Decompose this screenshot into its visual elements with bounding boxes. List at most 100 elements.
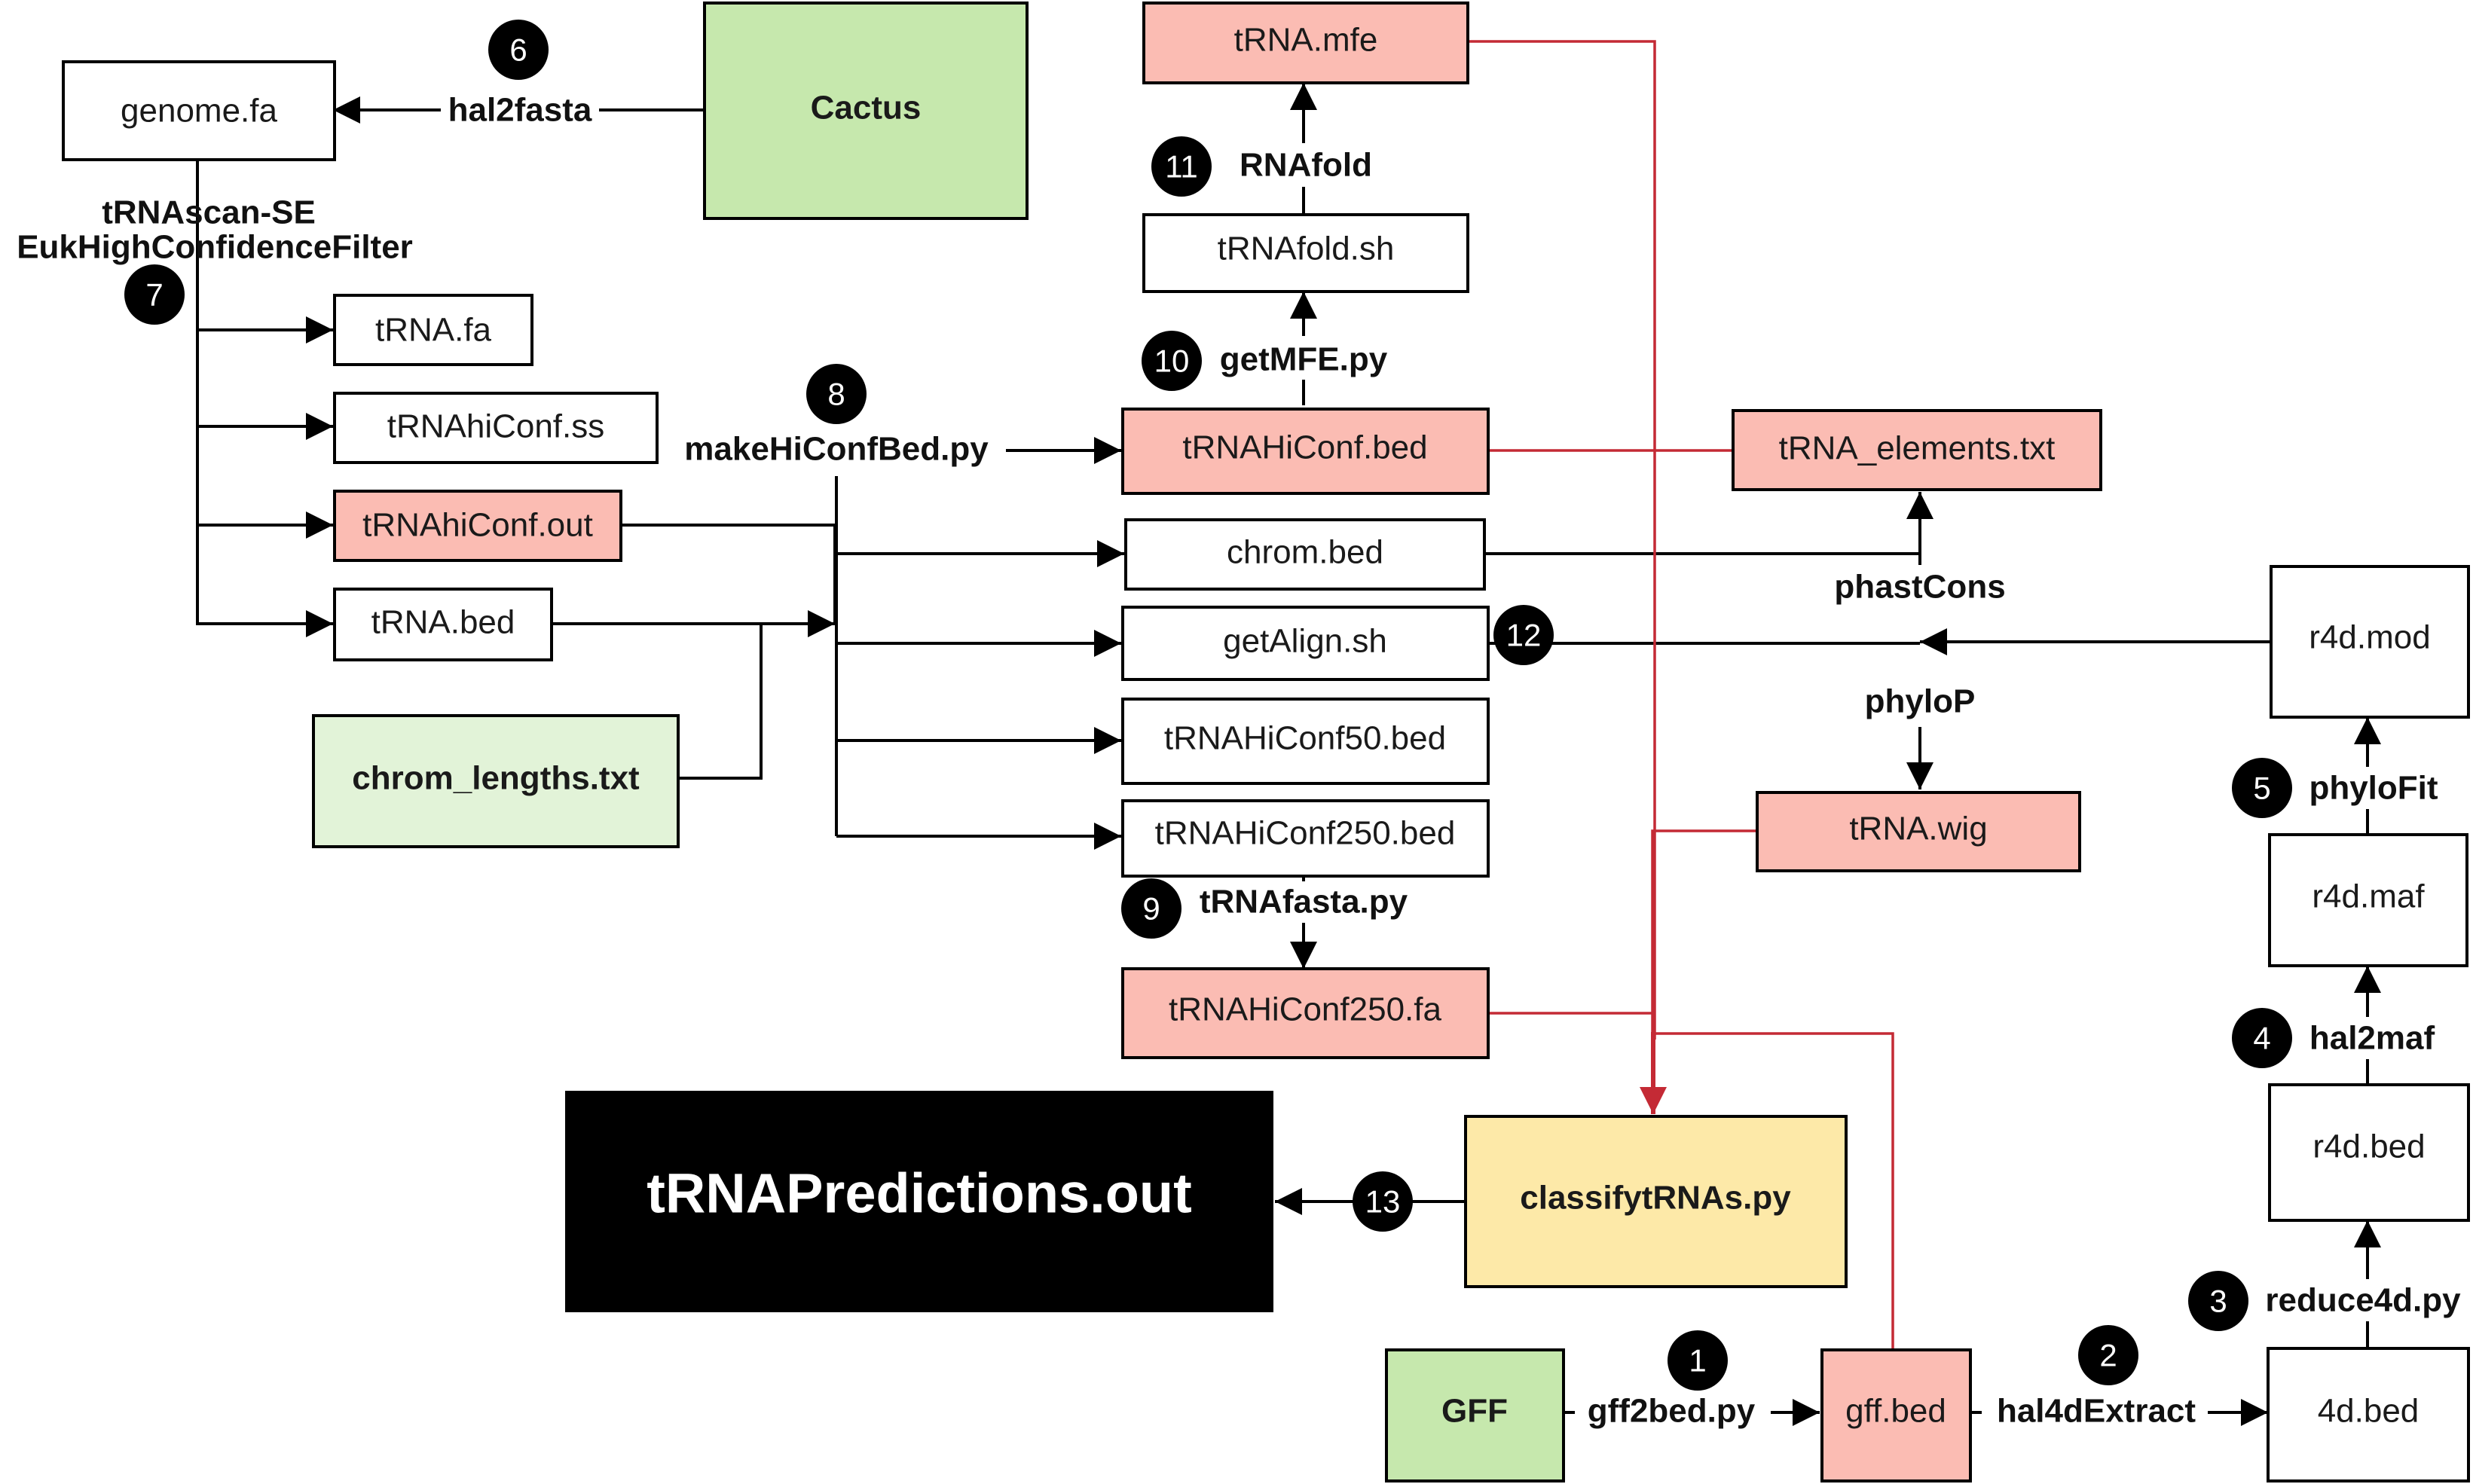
- node-label: tRNAPredictions.out: [647, 1162, 1192, 1225]
- step-number: 3: [2209, 1284, 2227, 1319]
- step-badge-10: 10: [1142, 331, 1202, 391]
- edge-label-phylofit: phyloFit: [2309, 770, 2438, 807]
- node-label: r4d.maf: [2312, 878, 2425, 915]
- edge-red-wig: [1651, 829, 1757, 1040]
- node-getalign-sh[interactable]: getAlign.sh: [1121, 606, 1490, 681]
- node-label: tRNA.bed: [371, 604, 515, 641]
- edge-label-gff2bed: gff2bed.py: [1588, 1393, 1756, 1430]
- node-trnahiconf-out[interactable]: tRNAhiConf.out: [333, 490, 622, 562]
- step-badge-3: 3: [2188, 1271, 2248, 1331]
- edge-label-hal2fasta: hal2fasta: [448, 92, 592, 129]
- step-number: 9: [1142, 891, 1160, 927]
- step-badge-6: 6: [488, 20, 549, 80]
- node-gff[interactable]: GFF: [1385, 1348, 1565, 1482]
- node-trnafold-sh[interactable]: tRNAfold.sh: [1142, 213, 1469, 293]
- step-badge-4: 4: [2232, 1008, 2292, 1068]
- step-badge-1: 1: [1668, 1330, 1728, 1391]
- node-label: tRNA.mfe: [1234, 22, 1378, 59]
- node-label: tRNA.wig: [1849, 811, 1987, 847]
- step-number: 10: [1154, 344, 1190, 379]
- step-badges: 1 2 3 4 5 6 7 8 9 10 11 12 13: [124, 20, 2292, 1391]
- step-number: 13: [1365, 1184, 1401, 1220]
- step-number: 4: [2253, 1021, 2270, 1056]
- node-label: tRNAHiConf.bed: [1182, 429, 1427, 466]
- edge-out-to-hub: [621, 524, 836, 624]
- node-label: r4d.mod: [2309, 619, 2430, 656]
- edge-label-rnafold: RNAfold: [1240, 147, 1372, 184]
- node-label: 4d.bed: [2318, 1393, 2420, 1430]
- node-label: GFF: [1441, 1393, 1508, 1430]
- node-trna-mfe[interactable]: tRNA.mfe: [1142, 2, 1469, 84]
- edge-label-trnafasta: tRNAfasta.py: [1200, 884, 1408, 921]
- step-number: 2: [2099, 1338, 2117, 1373]
- node-label: tRNA.fa: [375, 312, 492, 349]
- node-genome-fa[interactable]: genome.fa: [62, 60, 336, 161]
- step-number: 8: [827, 377, 845, 412]
- node-label: gff.bed: [1845, 1393, 1946, 1430]
- edge-label-phylop: phyloP: [1865, 683, 1976, 720]
- edge-labels: hal2fasta tRNAscan-SE EukHighConfidenceF…: [17, 87, 2467, 1432]
- nodes: genome.fa Cactus tRNA.fa tRNAhiConf.ss t…: [62, 2, 2470, 1482]
- node-label: genome.fa: [121, 93, 277, 130]
- node-trnahiconf-bed[interactable]: tRNAHiConf.bed: [1121, 408, 1490, 495]
- edge-label-trnascan: tRNAscan-SE: [102, 194, 316, 231]
- node-trnahiconf250-bed[interactable]: tRNAHiConf250.bed: [1121, 799, 1490, 878]
- node-label: Cactus: [811, 90, 922, 127]
- edge-label-reduce4d: reduce4d.py: [2265, 1282, 2461, 1319]
- node-chrom-bed[interactable]: chrom.bed: [1124, 518, 1486, 591]
- step-badge-7: 7: [124, 264, 185, 325]
- edge-red-mfe: [1468, 40, 1656, 1040]
- step-badge-13: 13: [1353, 1171, 1413, 1232]
- edge-label-eukfilter: EukHighConfidenceFilter: [17, 229, 413, 266]
- node-trnahiconf250-fa[interactable]: tRNAHiConf250.fa: [1121, 967, 1490, 1059]
- edge-label-hal2maf: hal2maf: [2309, 1020, 2435, 1057]
- edge-chromlen-to-hub: [678, 624, 763, 780]
- edge-red-gffbed: [1655, 1032, 1894, 1350]
- edge-label-getmfe: getMFE.py: [1220, 341, 1388, 378]
- node-label: tRNAHiConf50.bed: [1164, 720, 1446, 757]
- node-r4d-maf[interactable]: r4d.maf: [2268, 833, 2468, 967]
- step-badge-9: 9: [1121, 878, 1181, 939]
- node-r4d-bed[interactable]: r4d.bed: [2268, 1083, 2470, 1222]
- node-label: tRNAHiConf250.bed: [1155, 815, 1456, 852]
- step-number: 5: [2253, 771, 2270, 806]
- node-label: tRNAhiConf.out: [362, 507, 593, 544]
- node-trnahiconf50-bed[interactable]: tRNAHiConf50.bed: [1121, 698, 1490, 785]
- node-trnahiconf-ss[interactable]: tRNAhiConf.ss: [333, 392, 659, 464]
- step-number: 7: [145, 277, 163, 313]
- step-badge-2: 2: [2078, 1325, 2138, 1385]
- step-badge-11: 11: [1151, 136, 1212, 197]
- node-4d-bed[interactable]: 4d.bed: [2267, 1347, 2470, 1482]
- step-badge-8: 8: [806, 364, 867, 424]
- edges-red: [1468, 40, 1894, 1350]
- node-cactus[interactable]: Cactus: [703, 2, 1029, 220]
- node-trna-fa[interactable]: tRNA.fa: [333, 294, 533, 366]
- step-number: 11: [1165, 149, 1198, 185]
- edge-label-phastcons: phastCons: [1834, 569, 2005, 606]
- step-number: 1: [1689, 1343, 1706, 1379]
- node-label: tRNA_elements.txt: [1779, 430, 2056, 467]
- node-trnapredictions[interactable]: tRNAPredictions.out: [565, 1091, 1273, 1312]
- node-label: chrom.bed: [1227, 534, 1383, 571]
- node-label: classifytRNAs.py: [1520, 1180, 1791, 1217]
- node-gff-bed[interactable]: gff.bed: [1820, 1348, 1972, 1482]
- node-label: tRNAHiConf250.fa: [1169, 991, 1441, 1028]
- edge-label-makehiconfbed: makeHiConfBed.py: [684, 431, 989, 468]
- node-label: chrom_lengths.txt: [352, 760, 640, 797]
- step-number: 6: [509, 32, 527, 68]
- node-chrom-lengths[interactable]: chrom_lengths.txt: [312, 714, 680, 848]
- edge-label-hal4dextract: hal4dExtract: [1997, 1393, 2196, 1430]
- step-badge-5: 5: [2232, 758, 2292, 818]
- node-classifytrnas[interactable]: classifytRNAs.py: [1464, 1115, 1848, 1288]
- node-label: r4d.bed: [2313, 1128, 2425, 1165]
- node-trna-wig[interactable]: tRNA.wig: [1756, 791, 2081, 872]
- node-trna-elements[interactable]: tRNA_elements.txt: [1732, 409, 2102, 491]
- node-r4d-mod[interactable]: r4d.mod: [2270, 565, 2470, 719]
- node-label: tRNAfold.sh: [1218, 231, 1395, 267]
- step-number: 12: [1506, 618, 1542, 653]
- node-label: tRNAhiConf.ss: [387, 408, 605, 445]
- node-label: getAlign.sh: [1223, 623, 1387, 660]
- node-trna-bed[interactable]: tRNA.bed: [333, 588, 553, 661]
- step-badge-12: 12: [1493, 605, 1554, 665]
